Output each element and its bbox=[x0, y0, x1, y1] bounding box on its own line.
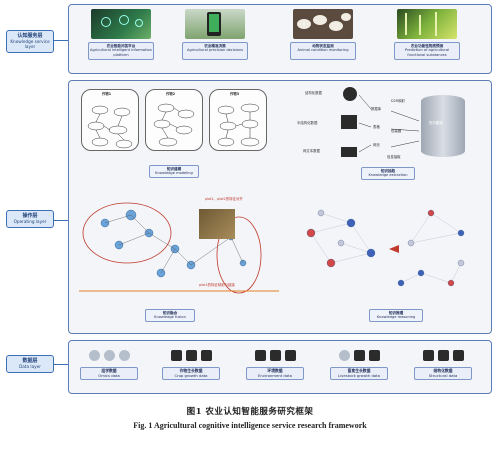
seedling-icon bbox=[170, 349, 182, 361]
plant-lab-image bbox=[397, 9, 457, 39]
service-tag-animal: 动物状态监测 Animal condition monitoring bbox=[290, 42, 356, 60]
knowledge-reasoning-tag: 知识推理 Knowledge reasoning bbox=[369, 309, 423, 322]
animal-flock-image bbox=[293, 9, 353, 39]
crop-group-1: 作物1 bbox=[81, 89, 139, 151]
knowledge-modeling-panel: 作物1 作物2 bbox=[79, 87, 269, 185]
crop-field-image bbox=[199, 209, 235, 239]
web-icon bbox=[341, 147, 357, 157]
extraction-arrows bbox=[358, 94, 420, 153]
data-layer-connector bbox=[54, 364, 68, 365]
knowledge-modeling-tag: 知识建模 Knowledge modeling bbox=[149, 165, 199, 178]
clipboard-icon bbox=[368, 349, 380, 361]
pm-sensor-icon bbox=[284, 349, 296, 361]
molecule-icon bbox=[103, 349, 115, 361]
knowledge-extraction-panel: 结构化数据 半结构化数据 网文本数据 数据库 表格 网页 D2R映射 包装器 信… bbox=[291, 85, 481, 185]
service-tag-prediction: 农业功能性物质预测 Prediction of agricultural fun… bbox=[394, 42, 460, 60]
chart-icon bbox=[353, 349, 365, 361]
service-card-prediction: 农业功能性物质预测 Prediction of agricultural fun… bbox=[391, 9, 463, 67]
operating-layer-label: 操作层 Operating layer bbox=[6, 210, 54, 228]
knowledge-fusion-panel: plot1、plot2的特征对齐 plot1的特征映射与链接 知识融合 Know… bbox=[79, 193, 279, 329]
crop-graph-3 bbox=[217, 103, 260, 147]
wheat-icon bbox=[185, 349, 197, 361]
fusion-graph bbox=[79, 202, 279, 294]
data-layer-label: 数据层 Data layer bbox=[6, 355, 54, 373]
phone-greenhouse-image bbox=[185, 9, 245, 39]
crop-graph-2 bbox=[153, 103, 195, 147]
service-tag-decision: 农业精准决策 Agricultural precision decisions bbox=[182, 42, 248, 60]
figure-caption-en: Fig. 1 Agricultural cognitive intelligen… bbox=[133, 421, 367, 430]
operating-layer-connector bbox=[54, 220, 68, 221]
dna-icon bbox=[88, 349, 100, 361]
operating-layer-panel: 作物1 作物2 bbox=[68, 80, 492, 334]
box-icon bbox=[200, 349, 212, 361]
figure-caption-zh: 图1 农业认知智能服务研究框架 bbox=[186, 407, 314, 417]
knowledge-reasoning-panel: 知识推理 Knowledge reasoning bbox=[291, 193, 487, 329]
service-layer-panel: 农业智能问答平台 Agricultural intelligent inform… bbox=[68, 4, 492, 74]
service-card-animal: 动物状态监测 Animal condition monitoring bbox=[287, 9, 359, 67]
service-layer-label: 认知服务层 Knowledge service layer bbox=[6, 30, 54, 53]
table-icon bbox=[341, 115, 357, 129]
pig-icon bbox=[338, 349, 350, 361]
magnifier-icon bbox=[118, 349, 130, 361]
storage-icon bbox=[437, 349, 449, 361]
service-card-qa: 农业智能问答平台 Agricultural intelligent inform… bbox=[85, 9, 157, 67]
document-icon bbox=[422, 349, 434, 361]
reasoning-graph bbox=[306, 209, 465, 287]
crop-graph-1 bbox=[87, 105, 133, 149]
smart-farm-image bbox=[91, 9, 151, 39]
crop-group-3: 作物3 bbox=[209, 89, 267, 151]
weather-icon bbox=[269, 349, 281, 361]
service-tag-qa: 农业智能问答平台 Agricultural intelligent inform… bbox=[88, 42, 154, 60]
knowledge-extraction-tag: 知识抽取 Knowledge extraction bbox=[361, 167, 415, 180]
service-card-decision: 农业精准决策 Agricultural precision decisions bbox=[179, 9, 251, 67]
network-icon bbox=[343, 87, 357, 101]
database-icon bbox=[452, 349, 464, 361]
knowledge-fusion-tag: 知识融合 Knowledge fusion bbox=[145, 309, 195, 322]
service-layer-connector bbox=[54, 40, 68, 41]
thermometer-icon bbox=[254, 349, 266, 361]
knowledge-graph-cylinder: 知识图谱 bbox=[421, 95, 465, 157]
crop-group-2: 作物2 bbox=[145, 89, 203, 151]
